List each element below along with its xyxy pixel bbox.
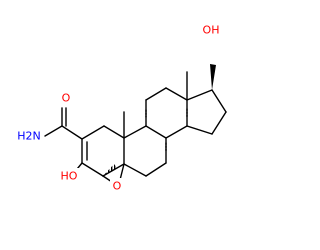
bond <box>211 89 227 113</box>
hydroxyl-bottom-label: HO <box>61 170 78 183</box>
bond <box>145 162 167 177</box>
wedge-bond <box>210 64 216 90</box>
bond <box>145 125 167 139</box>
bond <box>44 125 63 137</box>
bond <box>123 125 147 139</box>
bond <box>81 162 104 177</box>
carboxamide-group <box>44 107 83 140</box>
amine-label: H2N <box>17 130 41 143</box>
bond <box>186 125 213 135</box>
ring-b <box>123 125 167 177</box>
bond <box>165 125 188 139</box>
atom-labels: OH H2N O HO O <box>15 22 224 194</box>
carbonyl-oxygen-label: O <box>62 92 71 105</box>
epoxide-oxygen-label: O <box>113 180 122 193</box>
bond <box>81 125 105 140</box>
bond <box>123 163 147 177</box>
ring-d <box>186 89 227 135</box>
stereo-bonds <box>145 108 188 153</box>
bond <box>186 89 213 101</box>
bond <box>119 163 125 181</box>
bond <box>145 87 167 101</box>
ring-a <box>81 125 125 177</box>
bond <box>103 125 125 139</box>
bond <box>211 111 227 135</box>
bond <box>165 87 188 101</box>
molecule-structure: OH H2N O HO O <box>15 22 227 194</box>
structure-canvas: OH H2N O HO O <box>15 22 227 194</box>
hashed-wedge-bond <box>103 164 117 176</box>
bond <box>61 125 83 140</box>
hydroxyl-top-label: OH <box>203 24 220 37</box>
